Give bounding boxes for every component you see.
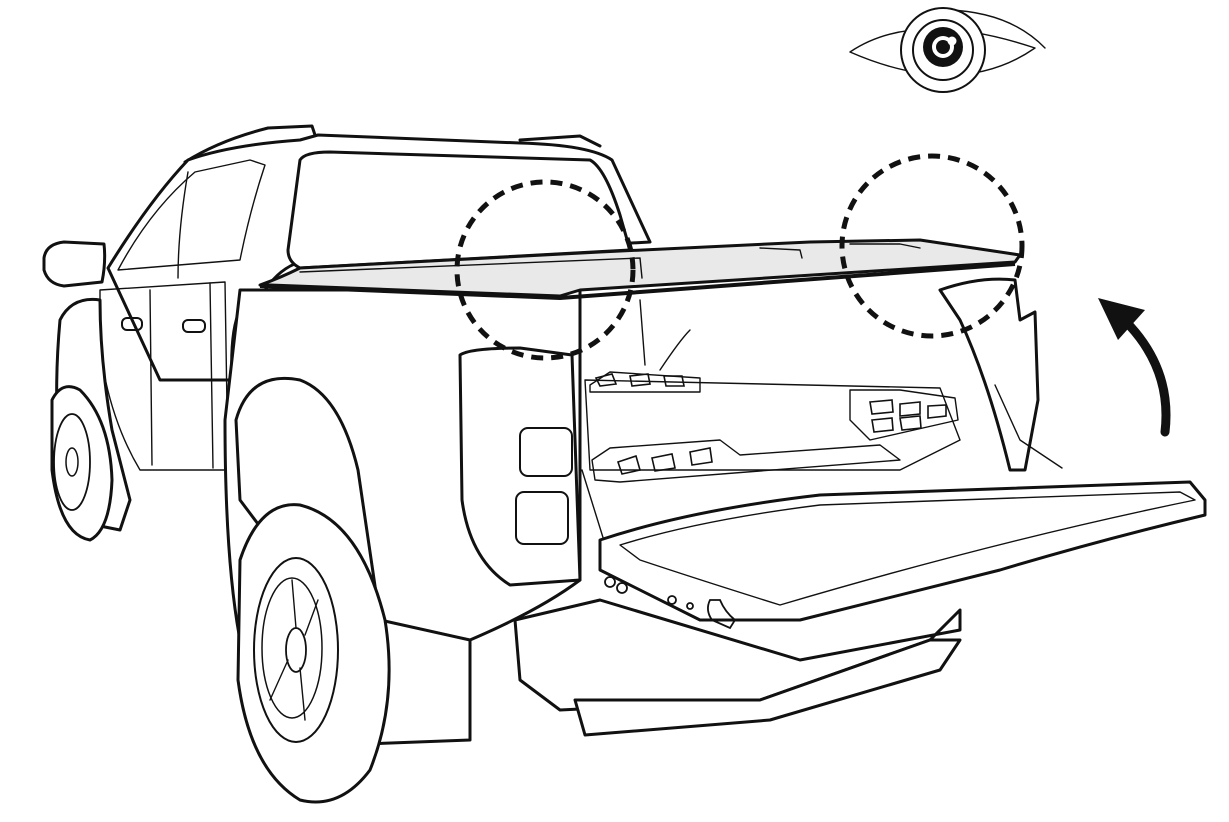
rear-wheel bbox=[236, 503, 391, 804]
callout-circle-right bbox=[839, 153, 1025, 339]
callout-circle-left bbox=[454, 179, 636, 361]
eye-icon bbox=[849, 7, 1046, 93]
curved-up-arrow-icon bbox=[1098, 298, 1171, 437]
front-wheel bbox=[50, 385, 114, 542]
truck-body bbox=[42, 124, 1207, 747]
tonneau-cover bbox=[258, 238, 1022, 301]
